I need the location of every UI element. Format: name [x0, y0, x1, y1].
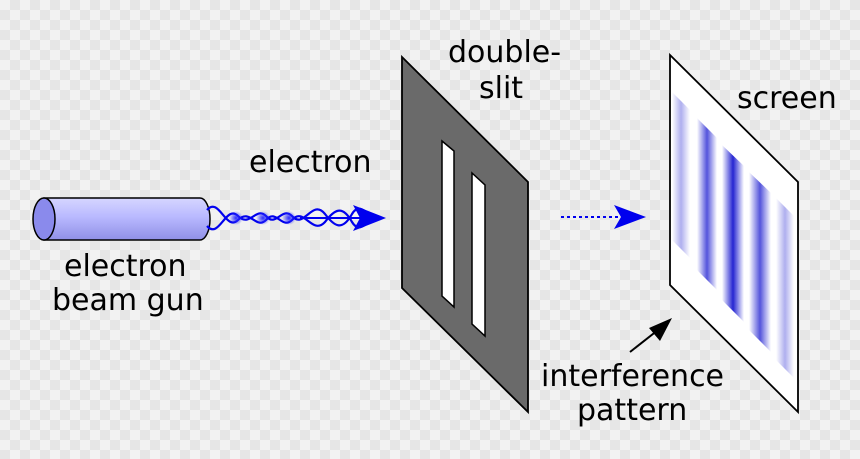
slit-label-line1: double- — [448, 35, 562, 70]
interference-fringes — [672, 92, 794, 378]
screen-panel — [669, 52, 799, 415]
gun-label-line1: electron — [64, 249, 187, 284]
pattern-label-line1: interference — [541, 359, 725, 394]
electron-wave-icon — [206, 205, 386, 231]
slit-label-line2: slit — [479, 71, 524, 106]
pointer-arrow-icon — [629, 318, 672, 353]
propagation-arrow-icon — [561, 205, 646, 229]
electron-label: electron — [249, 145, 372, 180]
electron-gun-icon — [32, 197, 211, 241]
screen-label: screen — [737, 81, 837, 116]
pattern-label-line2: pattern — [577, 393, 688, 428]
double-slit-plate — [401, 54, 529, 415]
gun-label-line2: beam gun — [52, 283, 204, 318]
